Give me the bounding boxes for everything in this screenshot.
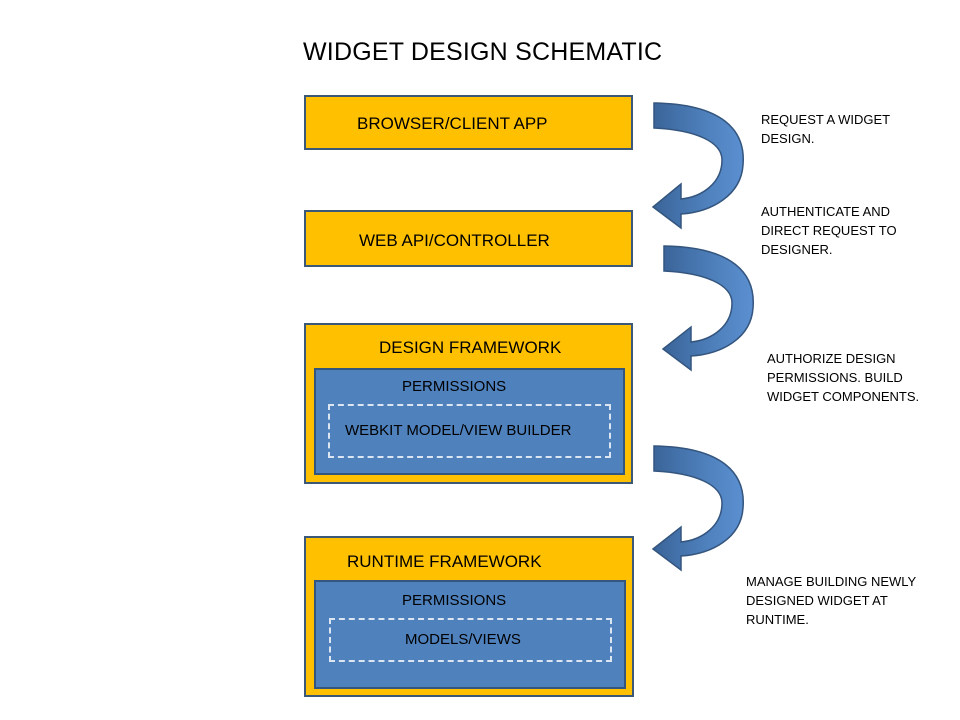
runtime-framework-label: RUNTIME FRAMEWORK [347,552,542,571]
curved-arrow-1-icon [651,102,744,230]
browser-client-box: BROWSER/CLIENT APP [304,95,633,150]
note-authorize: AUTHORIZE DESIGN PERMISSIONS. BUILD WIDG… [767,351,920,404]
diagram-title: WIDGET DESIGN SCHEMATIC [303,38,663,66]
design-permissions-box: PERMISSIONS WEBKIT MODEL/VIEW BUILDER [314,368,625,475]
models-views-label: MODELS/VIEWS [405,631,521,648]
design-framework-label: DESIGN FRAMEWORK [379,338,562,357]
web-api-label: WEB API/CONTROLLER [359,231,550,250]
models-views-box: MODELS/VIEWS [329,618,612,662]
curved-arrow-2-icon [661,245,754,372]
design-framework-box: DESIGN FRAMEWORK PERMISSIONS WEBKIT MODE… [304,323,633,484]
runtime-permissions-label: PERMISSIONS [402,592,507,609]
design-permissions-label: PERMISSIONS [402,378,507,395]
web-api-box: WEB API/CONTROLLER [304,210,633,267]
runtime-framework-box: RUNTIME FRAMEWORK PERMISSIONS MODELS/VIE… [304,536,634,697]
note-request-widget: REQUEST A WIDGET DESIGN. [761,112,891,146]
runtime-permissions-box: PERMISSIONS MODELS/VIEWS [314,580,626,689]
note-authenticate: AUTHENTICATE AND DIRECT REQUEST TO DESIG… [761,204,897,257]
curved-arrow-3-icon [651,445,744,572]
browser-client-label: BROWSER/CLIENT APP [357,114,548,133]
webkit-builder-box: WEBKIT MODEL/VIEW BUILDER [328,404,611,458]
webkit-builder-label: WEBKIT MODEL/VIEW BUILDER [345,422,572,439]
note-manage-runtime: MANAGE BUILDING NEWLY DESIGNED WIDGET AT… [746,574,917,627]
